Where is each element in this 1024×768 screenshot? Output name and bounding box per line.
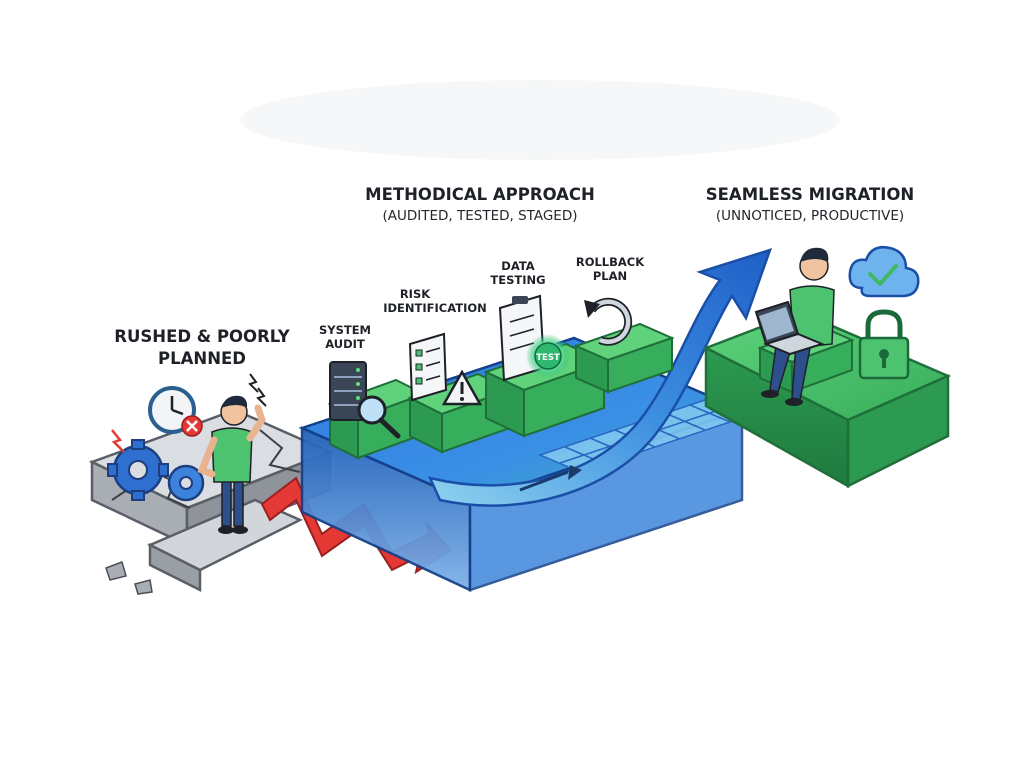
warning-icon <box>441 369 483 406</box>
stone-chunk-side <box>148 542 202 593</box>
stressed-person <box>197 395 266 534</box>
progress-arrow <box>427 248 773 507</box>
magnifier-icon <box>357 395 401 439</box>
rushed-title-line1: RUSHED & POORLY <box>114 327 290 346</box>
seamless-title: SEAMLESS MIGRATION <box>706 185 914 204</box>
direction-arrow <box>519 470 569 492</box>
step-label-line2: PLAN <box>593 269 627 283</box>
step-label-line1: DATA <box>501 259 535 273</box>
direction-arrowhead <box>568 465 582 480</box>
test-badge: TEST <box>526 334 570 378</box>
cloud-check-icon <box>848 246 920 298</box>
step-label-line1: RISK <box>400 287 431 301</box>
step-label-line2: IDENTIFICATION <box>383 301 487 315</box>
spark-icon <box>111 429 125 453</box>
methodical-subtitle: (AUDITED, TESTED, STAGED) <box>382 208 577 224</box>
step-label-line1: SYSTEM <box>319 323 371 337</box>
error-icon <box>181 415 203 437</box>
step-label-line2: AUDIT <box>325 337 365 351</box>
methodical-stage: SYSTEM AUDIT RISK IDENTIFIC <box>298 185 773 592</box>
crack-line <box>259 429 301 473</box>
checklist-icon <box>408 332 448 402</box>
rollback-icon <box>584 297 633 346</box>
step-system-audit: SYSTEM AUDIT <box>319 323 427 460</box>
seat-right <box>791 338 853 394</box>
gear-icon <box>107 439 169 501</box>
test-badge-label: TEST <box>536 353 560 363</box>
seamless-stage: SEAMLESS MIGRATION (UNNOTICED, PRODUCTIV… <box>702 185 952 489</box>
debris <box>105 561 127 581</box>
spark-icon <box>256 387 267 407</box>
gear-icon <box>167 464 205 502</box>
spark-icon <box>248 373 259 393</box>
server-icon <box>329 361 367 421</box>
rushed-title-line2: PLANNED <box>158 349 246 368</box>
step-label-line1: ROLLBACK <box>576 255 645 269</box>
lock-icon <box>858 309 910 380</box>
methodical-title: METHODICAL APPROACH <box>365 185 595 204</box>
laptop-icon <box>754 300 825 356</box>
background-haze <box>240 80 840 160</box>
productive-person <box>761 247 835 406</box>
seamless-subtitle: (UNNOTICED, PRODUCTIVE) <box>716 208 904 224</box>
step-label-line2: TESTING <box>490 273 545 287</box>
step-rollback-plan: ROLLBACK PLAN <box>573 255 675 394</box>
green-platform-right <box>846 374 950 489</box>
debris <box>134 579 153 595</box>
